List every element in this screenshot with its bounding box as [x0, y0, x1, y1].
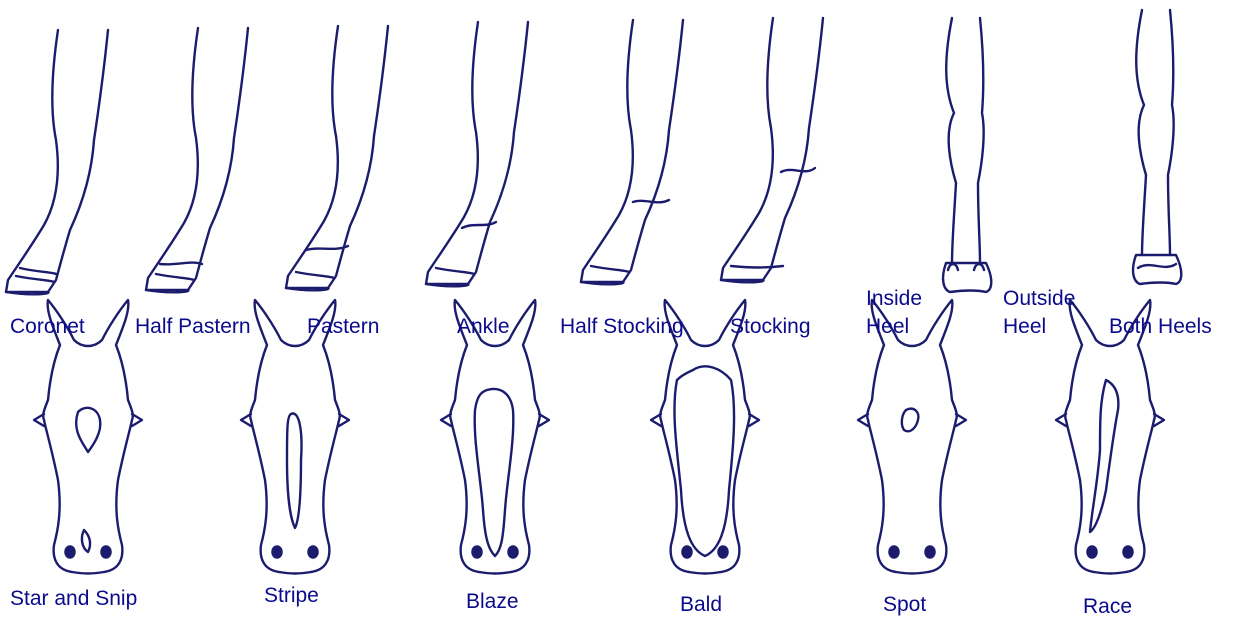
leg-both-heels-drawing [1133, 10, 1181, 284]
leg-coronet-drawing [6, 30, 108, 294]
label-blaze: Blaze [466, 589, 519, 614]
face-spot-drawing [858, 300, 966, 574]
label-half-pastern: Half Pastern [135, 314, 251, 339]
label-half-stocking: Half Stocking [560, 314, 684, 339]
leg-half-stocking-drawing [581, 20, 683, 284]
face-bald-drawing [651, 300, 759, 574]
label-bald: Bald [680, 592, 722, 617]
label-stocking: Stocking [730, 314, 811, 339]
label-pastern: Pastern [307, 314, 379, 339]
label-ankle: Ankle [457, 314, 510, 339]
leg-inside-outside-heel-drawing [943, 18, 991, 292]
leg-half-pastern-drawing [146, 28, 248, 292]
face-blaze-drawing [441, 300, 549, 574]
leg-pastern-drawing [286, 26, 388, 290]
label-star-and-snip: Star and Snip [10, 586, 137, 611]
label-coronet: Coronet [10, 314, 85, 339]
face-race-drawing [1056, 300, 1164, 574]
label-stripe: Stripe [264, 583, 319, 608]
face-stripe-drawing [241, 300, 349, 574]
label-inside-line2: Heel [866, 314, 909, 339]
face-star-and-snip-drawing [34, 300, 142, 574]
label-race: Race [1083, 594, 1132, 619]
label-both-heels: Both Heels [1109, 314, 1212, 339]
leg-stocking-drawing [721, 18, 823, 282]
leg-ankle-drawing [426, 22, 528, 286]
label-spot: Spot [883, 592, 926, 617]
label-outside-line2: Heel [1003, 314, 1046, 339]
label-outside-line1: Outside [1003, 286, 1075, 311]
label-inside-line1: Inside [866, 286, 922, 311]
